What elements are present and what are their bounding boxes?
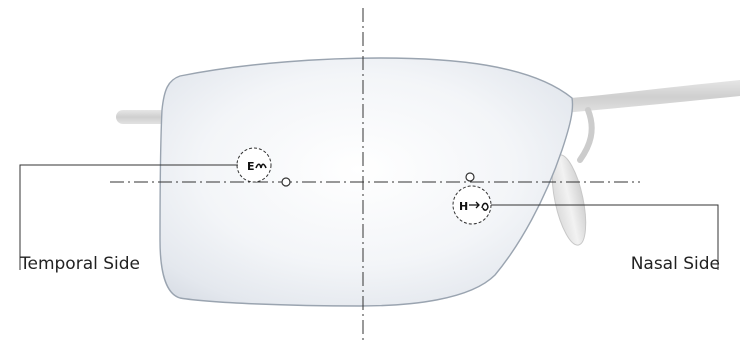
lens-shape [160, 58, 573, 306]
temporal-engraving-text: E [247, 160, 255, 173]
bridge-arm [548, 80, 740, 114]
nasal-engraving-text: H [459, 200, 468, 213]
reference-point-left [282, 178, 290, 186]
reference-point-right [466, 173, 474, 181]
nasal-side-label: Nasal Side [631, 256, 720, 273]
nose-pad-arm [580, 110, 592, 160]
temporal-side-label: Temporal Side [20, 256, 140, 273]
